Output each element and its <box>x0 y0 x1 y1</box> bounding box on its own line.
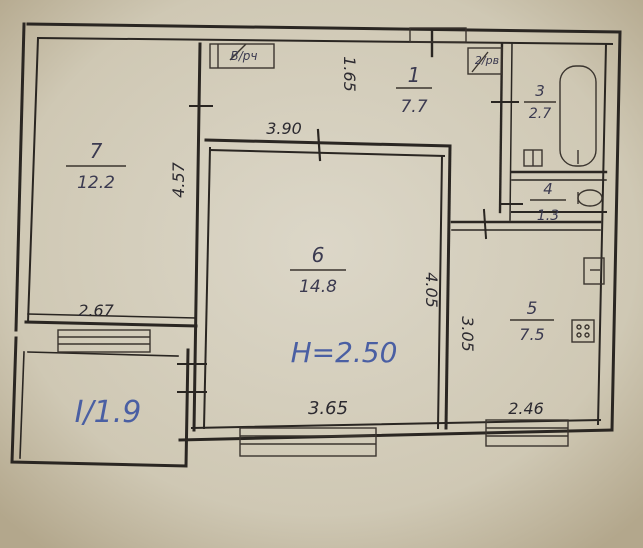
room-1-number: 1 <box>408 63 421 87</box>
room-4-area: 1.3 <box>537 208 559 224</box>
dim-room6-height: 4.05 <box>422 272 441 308</box>
room-labels: 1 7.7 3 2.7 4 1.3 5 7.5 6 14.8 7 12.2 <box>66 63 566 344</box>
dim-room6-width: 3.65 <box>308 398 348 419</box>
room-6-number: 6 <box>312 243 325 267</box>
room-3-area: 2.7 <box>529 106 551 122</box>
dim-room7-height: 4.57 <box>169 161 188 197</box>
closets <box>209 43 503 75</box>
balcony-label: I/1.9 <box>75 395 142 430</box>
room-3-number: 3 <box>535 82 545 100</box>
room-7-area: 12.2 <box>77 173 115 193</box>
room-1-area: 7.7 <box>400 97 427 117</box>
inner-walls <box>24 42 608 432</box>
dim-room7-width: 2.67 <box>78 301 114 320</box>
dim-hall-height: 1.65 <box>340 56 359 92</box>
windows <box>239 27 569 457</box>
bathtub-icon <box>523 65 597 167</box>
room-5-number: 5 <box>527 299 538 319</box>
room-4-number: 4 <box>543 180 553 198</box>
height-label: H=2.50 <box>291 336 398 369</box>
dim-room5-height: 3.05 <box>458 316 477 352</box>
room-5-area: 7.5 <box>519 325 544 344</box>
dim-room5-width: 2.46 <box>508 399 544 418</box>
closet-label-2: 2/рв <box>475 54 499 67</box>
toilet-icon <box>577 189 603 207</box>
room-7-number: 7 <box>90 139 103 163</box>
sink-icon <box>583 257 605 285</box>
dimension-labels: 1.65 3.90 4.57 4.05 3.05 2.67 3.65 2.46 <box>78 56 544 419</box>
dim-room6-top: 3.90 <box>266 119 302 138</box>
balcony <box>10 329 207 468</box>
outer-walls <box>14 22 622 442</box>
room-6-area: 14.8 <box>299 277 337 297</box>
door-ticks <box>189 28 523 240</box>
stove-icon <box>571 319 595 343</box>
closet-label-1: В/рч <box>231 49 258 63</box>
